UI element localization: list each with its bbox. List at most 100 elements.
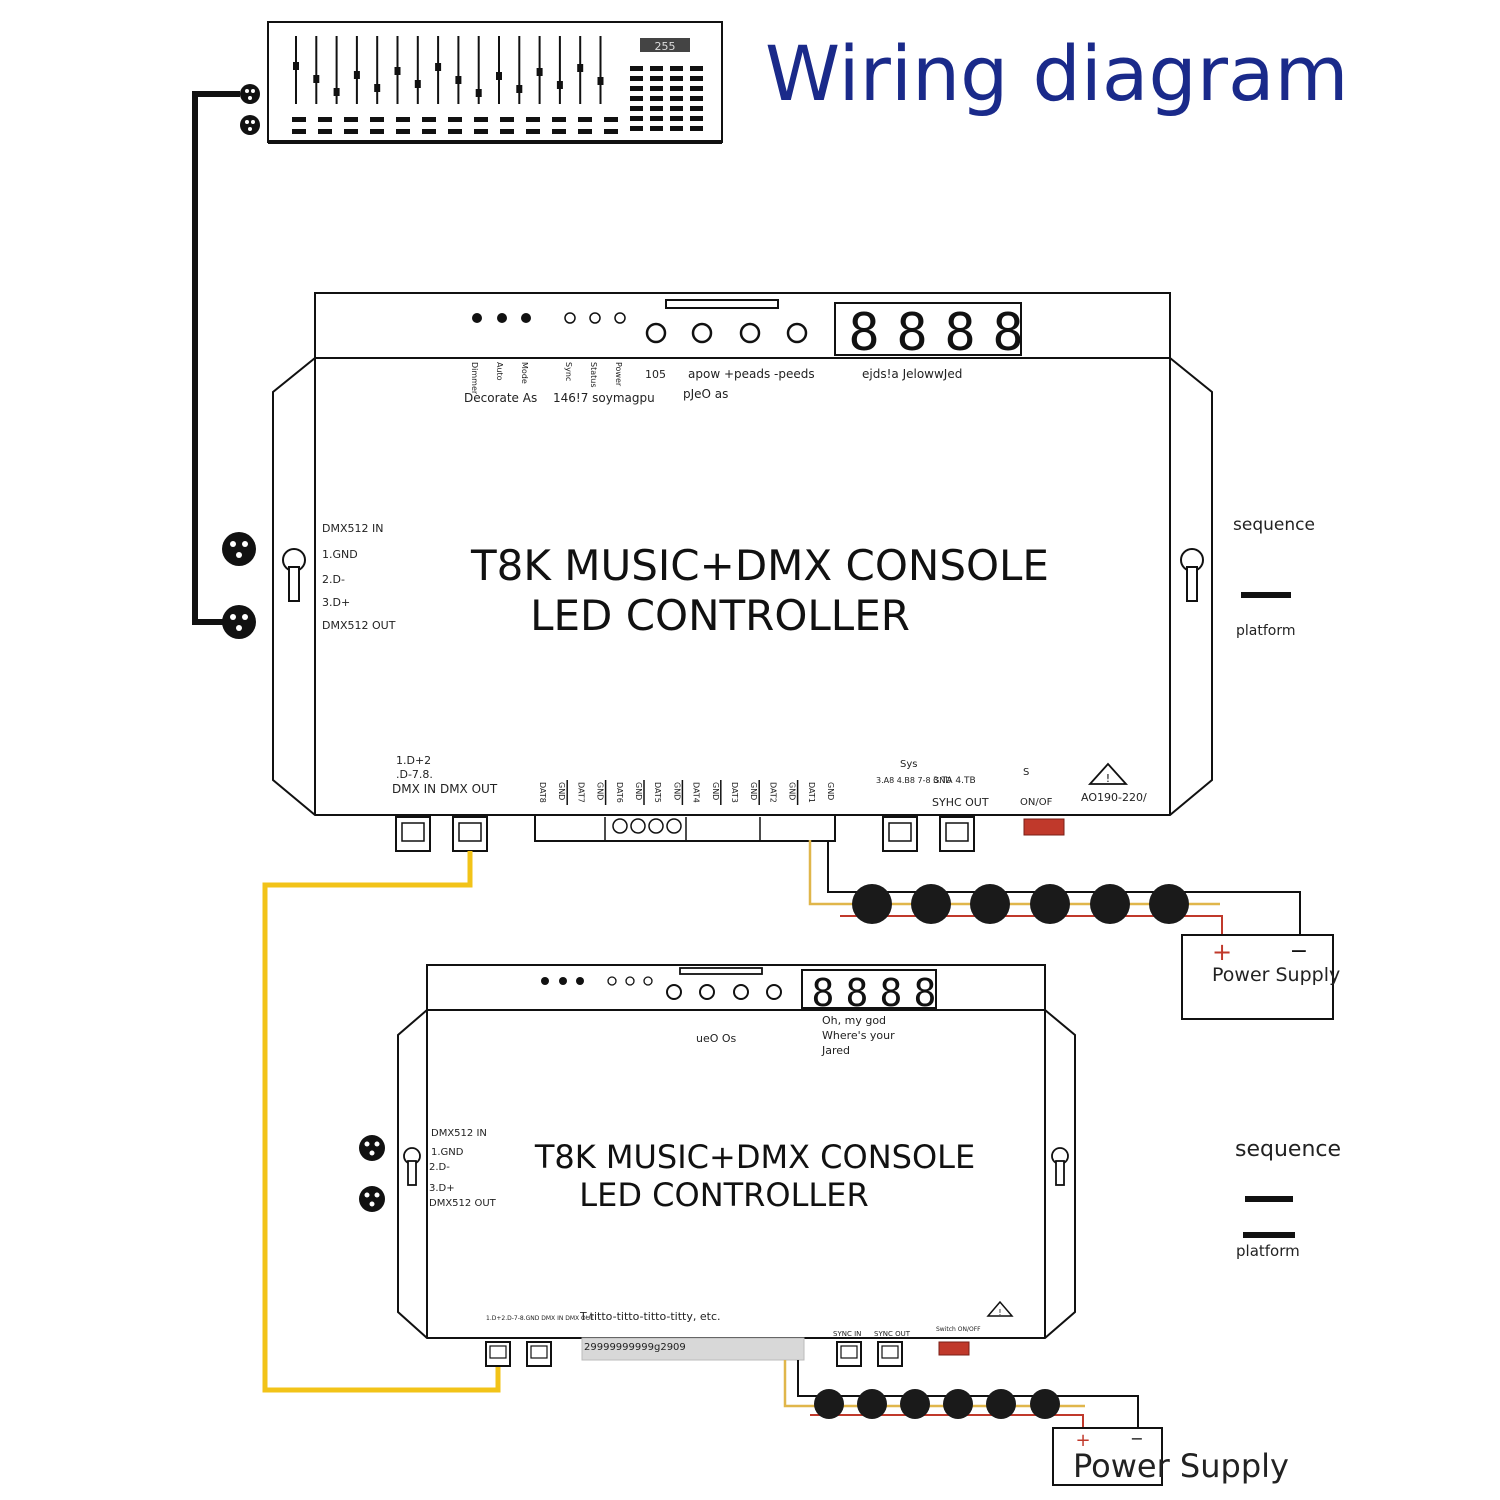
voltage-label: AO190-220/ xyxy=(1081,791,1147,804)
dmx-in-rj45-port[interactable] xyxy=(395,816,431,852)
svg-text:!: ! xyxy=(1106,772,1110,785)
led-pixel-node-icon xyxy=(1090,884,1130,924)
ueo-label: ueO Os xyxy=(696,1032,737,1045)
fader-knob[interactable] xyxy=(516,85,523,93)
console-faders xyxy=(293,36,604,104)
sd-card-slot-2 xyxy=(679,967,763,975)
fader-knob[interactable] xyxy=(496,72,502,80)
meter-segment xyxy=(630,86,643,91)
fader-knob[interactable] xyxy=(597,77,604,85)
controller-2-name-line-2: LED CONTROLLER xyxy=(579,1176,868,1214)
console-button[interactable] xyxy=(344,129,358,134)
led-label-dimmer: Dimmer xyxy=(470,362,479,395)
fader-knob[interactable] xyxy=(333,88,340,96)
button-2-1[interactable] xyxy=(666,984,682,1000)
console-button[interactable] xyxy=(370,129,384,134)
button-2-2[interactable] xyxy=(699,984,715,1000)
console-button[interactable] xyxy=(500,117,514,122)
console-button[interactable] xyxy=(500,129,514,134)
console-button[interactable] xyxy=(448,129,462,134)
button-2[interactable] xyxy=(691,322,713,344)
power-switch-2[interactable] xyxy=(938,1341,970,1356)
console-button[interactable] xyxy=(604,129,618,134)
console-button[interactable] xyxy=(604,117,618,122)
console-button[interactable] xyxy=(474,129,488,134)
fader-knob[interactable] xyxy=(394,67,401,75)
fader-knob[interactable] xyxy=(455,76,462,84)
mount-hole-left-icon xyxy=(282,548,306,602)
console-button[interactable] xyxy=(396,129,410,134)
console-button[interactable] xyxy=(526,117,540,122)
console-button[interactable] xyxy=(292,117,306,122)
controller-1: 8 8 8 8 Dimmer Auto Mode Sync Status Pow… xyxy=(272,292,1213,816)
sync-out-label: SYHC OUT xyxy=(932,796,989,809)
meter-segment xyxy=(650,86,663,91)
fader-knob[interactable] xyxy=(293,62,299,70)
fader-knob[interactable] xyxy=(435,63,442,71)
button-2-3[interactable] xyxy=(733,984,749,1000)
dmx-pins-label: 1.D+2 xyxy=(396,754,431,767)
sequence-dash-1 xyxy=(1241,592,1291,598)
fader-knob[interactable] xyxy=(374,84,381,92)
label-decorate: Decorate As xyxy=(464,391,537,405)
button-2-4[interactable] xyxy=(766,984,782,1000)
console-button[interactable] xyxy=(448,117,462,122)
console-button[interactable] xyxy=(344,117,358,122)
label-105: 105 xyxy=(645,368,666,381)
sync-in-rj45-port-2[interactable] xyxy=(836,1341,862,1367)
console-button[interactable] xyxy=(370,117,384,122)
dmx-in-rj45-port-2[interactable] xyxy=(485,1341,511,1367)
svg-text:!: ! xyxy=(998,1308,1001,1317)
console-button[interactable] xyxy=(318,129,332,134)
sync-in-label-2: SYNC IN xyxy=(833,1330,861,1338)
console-button[interactable] xyxy=(422,129,436,134)
console-button[interactable] xyxy=(578,129,592,134)
fader-knob[interactable] xyxy=(313,75,320,83)
sync-out-rj45-port-2[interactable] xyxy=(877,1341,903,1367)
console-button[interactable] xyxy=(422,117,436,122)
sync-in-rj45-port[interactable] xyxy=(882,816,918,852)
button-4[interactable] xyxy=(786,322,808,344)
controller-1-xlr-in-icon xyxy=(222,532,256,566)
console-button[interactable] xyxy=(396,117,410,122)
fader-knob[interactable] xyxy=(536,68,543,76)
dmx-out-rj45-port-2[interactable] xyxy=(526,1341,552,1367)
fader-knob[interactable] xyxy=(475,89,482,97)
dmx-out-rj45-port[interactable] xyxy=(452,816,488,852)
meter-segment xyxy=(650,76,663,81)
data-port-label: DAT4 xyxy=(692,782,701,803)
button-3[interactable] xyxy=(739,322,761,344)
console-button[interactable] xyxy=(318,117,332,122)
console-button[interactable] xyxy=(474,117,488,122)
dmx-pins-label-2: .D-7.8. xyxy=(396,768,433,781)
led-label-status: Status xyxy=(589,362,598,388)
sync-in-top-label: Sys xyxy=(900,759,917,770)
sync-out-rj45-port[interactable] xyxy=(939,816,975,852)
fader-knob[interactable] xyxy=(577,64,584,72)
dmx-out-label: DMX512 OUT xyxy=(322,619,396,632)
console-button[interactable] xyxy=(578,117,592,122)
label-display: ejds!a JelowwJed xyxy=(862,367,962,381)
switch-s-label: S xyxy=(1023,767,1029,778)
psu2-label: Power Supply xyxy=(1073,1447,1289,1485)
diagram-title: Wiring diagram xyxy=(765,29,1349,118)
fader-knob[interactable] xyxy=(414,80,421,88)
controller-2-name-line-1: T8K MUSIC+DMX CONSOLE xyxy=(534,1138,975,1176)
console-button[interactable] xyxy=(292,129,306,134)
button-1[interactable] xyxy=(645,322,667,344)
fader-knob[interactable] xyxy=(556,81,563,89)
console-button[interactable] xyxy=(552,117,566,122)
controller-2-ports: 29999999999g2909 xyxy=(485,1337,970,1367)
console-button[interactable] xyxy=(552,129,566,134)
console-button[interactable] xyxy=(526,129,540,134)
warning-icon: ! xyxy=(1087,762,1129,785)
fader-knob[interactable] xyxy=(353,71,360,79)
svg-text:8: 8 xyxy=(880,971,903,1015)
console-meters xyxy=(630,66,703,131)
dmx-cable-link xyxy=(262,851,501,1393)
power-switch[interactable] xyxy=(1023,818,1065,836)
dmx-io-label: DMX IN DMX OUT xyxy=(392,782,498,796)
dmx-in-label-2: DMX512 IN xyxy=(431,1128,487,1139)
meter-segment xyxy=(630,106,643,111)
